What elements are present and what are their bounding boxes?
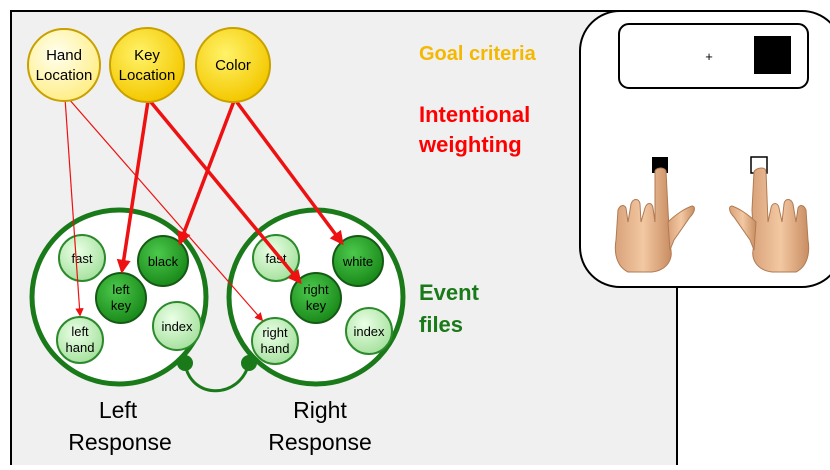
svg-text:key: key [111,298,132,313]
goal-key-location: Key Location [109,27,185,103]
left-feature-index: index [152,301,202,351]
event-files-label-line2: files [419,312,463,337]
event-files-label-line1: Event [419,280,480,305]
svg-text:left: left [112,282,130,297]
intentional-weighting-label-line2: weighting [418,132,522,157]
right-feature-index: index [345,307,393,355]
svg-text:left: left [71,324,89,339]
intentional-weighting-label-line1: Intentional [419,102,530,127]
svg-text:black: black [148,254,179,269]
left-hand-icon [614,167,695,273]
stimulus-square [754,36,791,74]
arrow-key-to-left-key [116,100,150,274]
svg-text:fast: fast [72,251,93,266]
svg-text:key: key [306,298,327,313]
right-connector-node [241,355,257,371]
goal-hand-location: Hand Location [27,28,101,102]
svg-text:Hand: Hand [46,47,82,64]
arrow-hand-to-right-hand [67,97,264,322]
svg-text:index: index [161,319,193,334]
svg-text:right: right [303,282,329,297]
arrow-color-to-black [177,100,236,246]
right-hand-icon [729,167,810,273]
right-feature-right-hand: right hand [251,317,299,365]
left-feature-left-hand: left hand [56,316,104,364]
left-response-caption-line1: Left [99,397,138,423]
right-response-caption-line2: Response [268,429,372,455]
svg-text:hand: hand [261,341,290,356]
svg-text:index: index [353,324,385,339]
left-feature-fast: fast [58,234,106,282]
svg-text:Location: Location [36,67,93,84]
svg-text:Color: Color [215,57,251,74]
fixation-cross: + [705,49,713,64]
right-feature-right-key: right key [290,272,342,324]
arrow-color-to-white [234,99,344,246]
svg-text:hand: hand [66,340,95,355]
goal-criteria-label: Goal criteria [419,43,537,65]
right-response-caption-line1: Right [293,397,347,423]
right-feature-white: white [332,235,384,287]
svg-text:white: white [342,254,373,269]
left-feature-black: black [137,235,189,287]
svg-text:Location: Location [119,67,176,84]
left-connector-node [177,355,193,371]
arrow-key-to-right-key [148,99,302,285]
file-connector [183,362,251,393]
left-feature-left-key: left key [95,272,147,324]
arrow-hand-to-left-hand [64,97,84,317]
goal-color: Color [195,27,271,103]
left-response-caption-line2: Response [68,429,172,455]
svg-text:Key: Key [134,47,160,64]
svg-text:right: right [262,325,288,340]
